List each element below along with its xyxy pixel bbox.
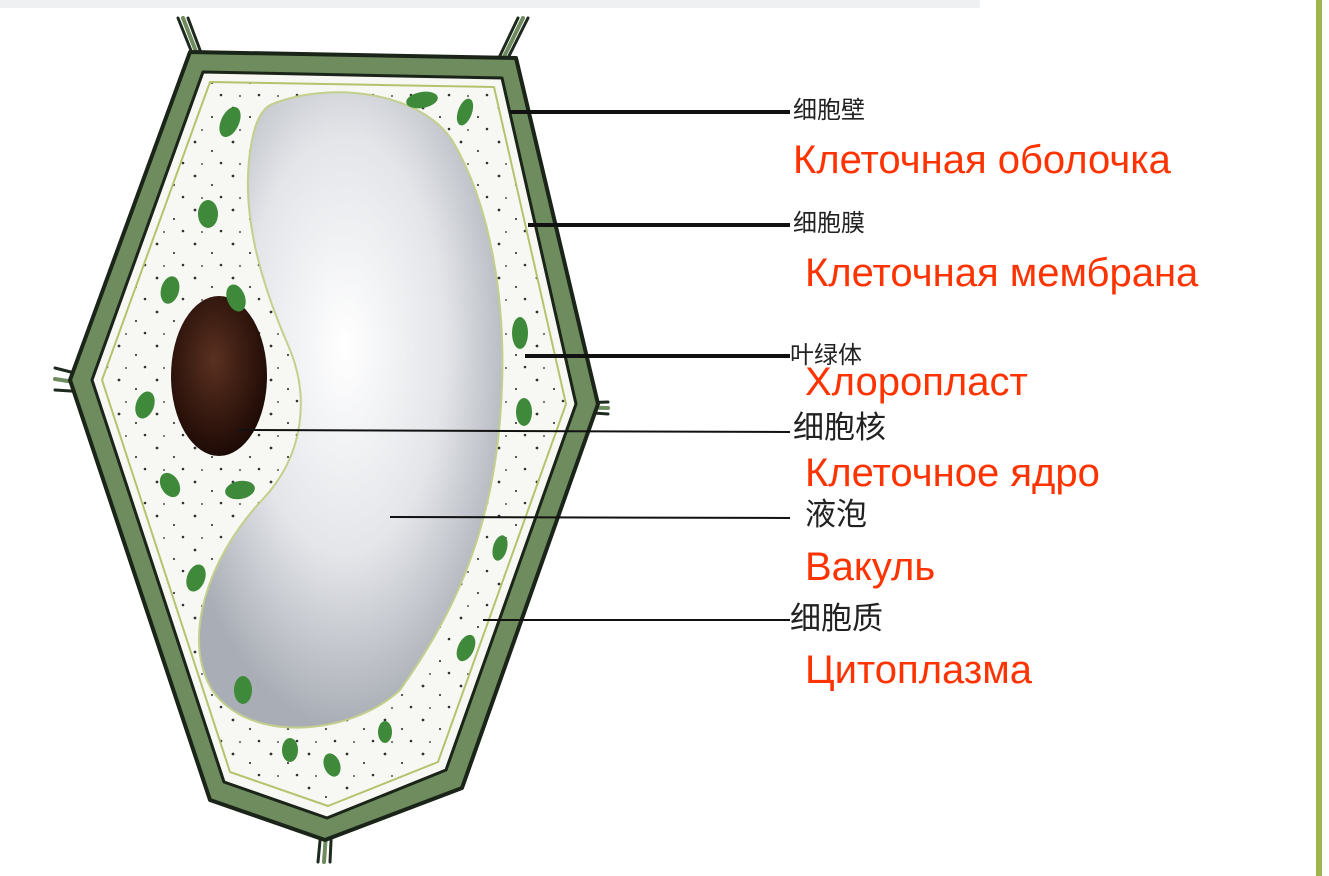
label-cytoplasm-ru: Цитоплазма xyxy=(805,650,1032,690)
label-nucleus-ru: Клеточное ядро xyxy=(805,453,1100,493)
label-cell-membrane-ru: Клеточная мембрана xyxy=(805,253,1198,293)
label-vacuole-zh: 液泡 xyxy=(805,500,867,531)
label-nucleus-zh: 细胞核 xyxy=(793,413,886,444)
leader-line-vacuole xyxy=(390,517,790,518)
label-cell-membrane-zh: 细胞膜 xyxy=(793,211,865,235)
label-cytoplasm-zh: 细胞质 xyxy=(790,604,883,635)
nucleus xyxy=(171,296,267,456)
label-vacuole-ru: Вакуль xyxy=(805,547,935,587)
label-chloroplast-ru: Хлоропласт xyxy=(805,362,1028,402)
label-cell-wall-ru: Клеточная оболочка xyxy=(793,140,1171,180)
label-cell-wall-zh: 细胞壁 xyxy=(793,98,865,122)
